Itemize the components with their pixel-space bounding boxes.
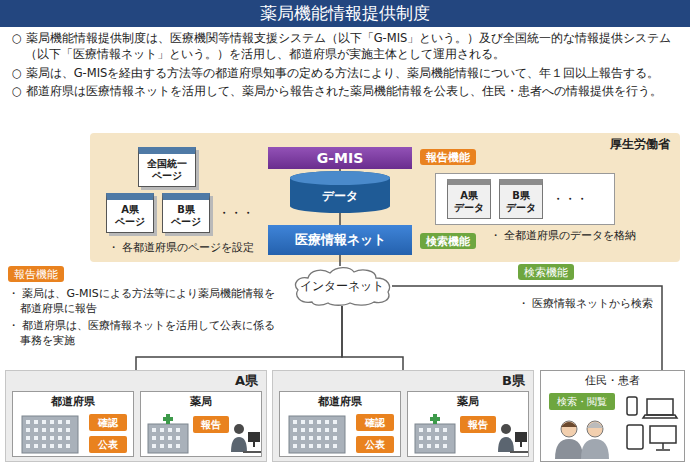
annotation: ・・・: [552, 191, 588, 208]
web-page: 全国統一 ページ: [138, 147, 196, 187]
title-bar: 薬局機能情報提供制度: [0, 0, 690, 27]
connector-line: [339, 213, 341, 225]
internet-cloud: インターネット: [292, 266, 392, 306]
node-label: B県: [281, 372, 525, 390]
node-label: 薬局: [141, 395, 261, 409]
data-box: A県 データ: [447, 179, 491, 219]
node-label: 報告: [468, 418, 488, 432]
icon: [623, 393, 681, 457]
action-tag: 確認: [356, 414, 394, 431]
node-label: A県 ページ: [109, 204, 151, 228]
function-tag: 検索機能: [518, 264, 574, 280]
office-box: 都道府県確認公表: [279, 391, 401, 457]
action-tag: 報告: [193, 416, 229, 433]
prefecture-region: B県都道府県確認公表薬局報告: [272, 370, 534, 462]
annotation: ・ 各都道府県のページを設定: [108, 240, 255, 255]
office-box: 都道府県確認公表: [12, 391, 134, 457]
node-label: 公表: [98, 438, 118, 452]
node-label: 検索機能: [524, 265, 568, 279]
function-tag: 報告機能: [8, 266, 64, 282]
connector-line: [339, 255, 341, 266]
icon: [498, 416, 528, 456]
action-tag: 報告: [460, 416, 496, 433]
note-text: ○ 都道府県は医療情報ネットを活用して、薬局から報告された薬局機能情報を公表し、…: [12, 84, 690, 100]
connector-line: [392, 286, 662, 370]
annotation: ・・・: [218, 205, 254, 222]
note-text: ・ 都道府県は、医療情報ネットを活用して公表に係る事務を実施: [8, 318, 276, 348]
data-store-frame: [435, 173, 615, 225]
note-text: ○ 薬局は、G-MISを経由する方法等の都道府県知事の定める方法により、薬局機能…: [12, 66, 690, 82]
node-label: 報告: [201, 418, 221, 432]
icon: [288, 412, 346, 454]
node-label: B県 データ: [502, 190, 540, 214]
node-label: A県: [14, 372, 258, 390]
action-tag: 検索・閲覧: [549, 393, 615, 410]
icon: [147, 414, 189, 454]
data-box: B県 データ: [499, 179, 543, 219]
function-tag: 検索機能: [420, 233, 476, 249]
cylinder-outline: [290, 171, 390, 213]
icon: [21, 412, 79, 454]
system-box: G-MIS: [268, 147, 412, 169]
node-label: B県 ページ: [165, 204, 207, 228]
action-tag: 公表: [356, 436, 394, 453]
node-label: 報告機能: [426, 150, 470, 164]
node-label: 厚生労働省: [100, 136, 670, 153]
residents-box: 住民・患者検索・閲覧: [540, 370, 685, 462]
icon: [231, 416, 261, 456]
node-label: 住民・患者: [541, 374, 684, 388]
connector-line: [342, 306, 403, 370]
database-cylinder: データ: [290, 171, 390, 213]
prefecture-region: A県都道府県確認公表薬局報告: [5, 370, 267, 462]
node-label: 薬局: [408, 395, 528, 409]
node-label: 検索機能: [426, 234, 470, 248]
node-label: 医療情報ネット: [295, 231, 386, 249]
annotation: ・ 全都道府県のデータを格納: [490, 228, 637, 243]
node-label: G-MIS: [317, 150, 364, 166]
node-label: 確認: [365, 416, 385, 430]
node-label: 確認: [98, 416, 118, 430]
function-tag: 報告機能: [420, 149, 476, 165]
connector-line: [136, 306, 342, 370]
node-label: 検索・閲覧: [557, 395, 607, 409]
web-page: A県 ページ: [106, 193, 154, 233]
node-label: 公表: [365, 438, 385, 452]
title-text: 薬局機能情報提供制度: [260, 2, 430, 25]
icon: [551, 415, 613, 459]
node-label: 都道府県: [280, 395, 400, 409]
annotation: ・ 医療情報ネットから検索: [518, 296, 654, 311]
note-text: ・ 薬局は、G-MISによる方法等により薬局機能情報を都道府県に報告: [8, 286, 276, 316]
connector-line: [339, 169, 341, 171]
icon: [414, 414, 456, 454]
system-box: 医療情報ネット: [268, 225, 412, 255]
action-tag: 公表: [89, 436, 127, 453]
web-page: B県 ページ: [162, 193, 210, 233]
pharmacy-box: 薬局報告: [407, 391, 529, 457]
node-label: データ: [322, 188, 358, 205]
action-tag: 確認: [89, 414, 127, 431]
node-label: インターネット: [300, 279, 384, 294]
node-label: 報告機能: [14, 267, 58, 281]
note-text: ○ 薬局機能情報提供制度は、医療機関等情報支援システム（以下「G-MIS」という…: [12, 31, 690, 63]
pharmacy-box: 薬局報告: [140, 391, 262, 457]
node-label: 都道府県: [13, 395, 133, 409]
node-label: A県 データ: [450, 190, 488, 214]
node-label: 全国統一 ページ: [141, 158, 193, 182]
